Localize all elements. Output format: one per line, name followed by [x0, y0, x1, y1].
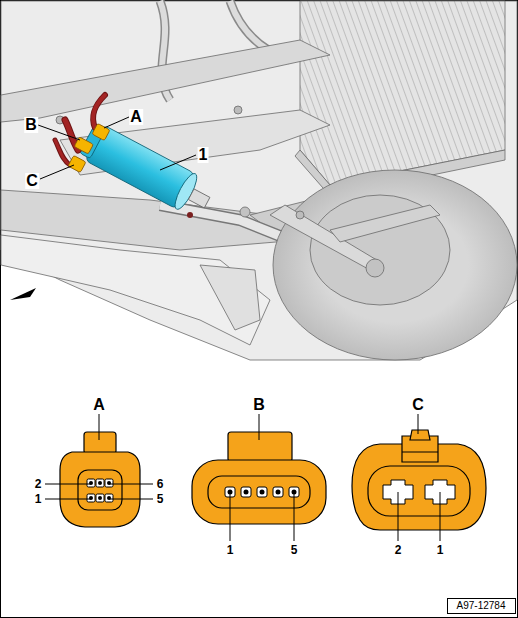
connector-letter: B	[252, 397, 266, 413]
pin-number: 5	[290, 544, 299, 556]
connector-plugs	[68, 123, 110, 172]
pin-number: 6	[156, 478, 165, 490]
leader-lines	[45, 414, 440, 541]
connector-c	[352, 430, 486, 530]
connector-b	[192, 432, 326, 524]
pin-number: 1	[436, 544, 445, 556]
pin-number: 1	[226, 544, 235, 556]
callout-letter: C	[25, 173, 39, 189]
callout-number: 1	[198, 147, 209, 163]
connector-a	[60, 432, 140, 527]
pin-number: 1	[34, 493, 43, 505]
figure-reference: A97-12784	[456, 601, 507, 611]
connector-letter: A	[92, 397, 106, 413]
pin-number: 5	[156, 493, 165, 505]
pump-body	[78, 121, 217, 220]
pin-number: 2	[394, 544, 403, 556]
connector-letter: C	[411, 397, 425, 413]
callout-letter: B	[24, 117, 38, 133]
reference-box	[448, 599, 516, 614]
underbody-illustration	[1, 1, 517, 360]
direction-arrow	[10, 288, 36, 300]
callout-letter: A	[129, 109, 143, 125]
leader-lines	[38, 117, 196, 179]
pin-number: 2	[34, 478, 43, 490]
